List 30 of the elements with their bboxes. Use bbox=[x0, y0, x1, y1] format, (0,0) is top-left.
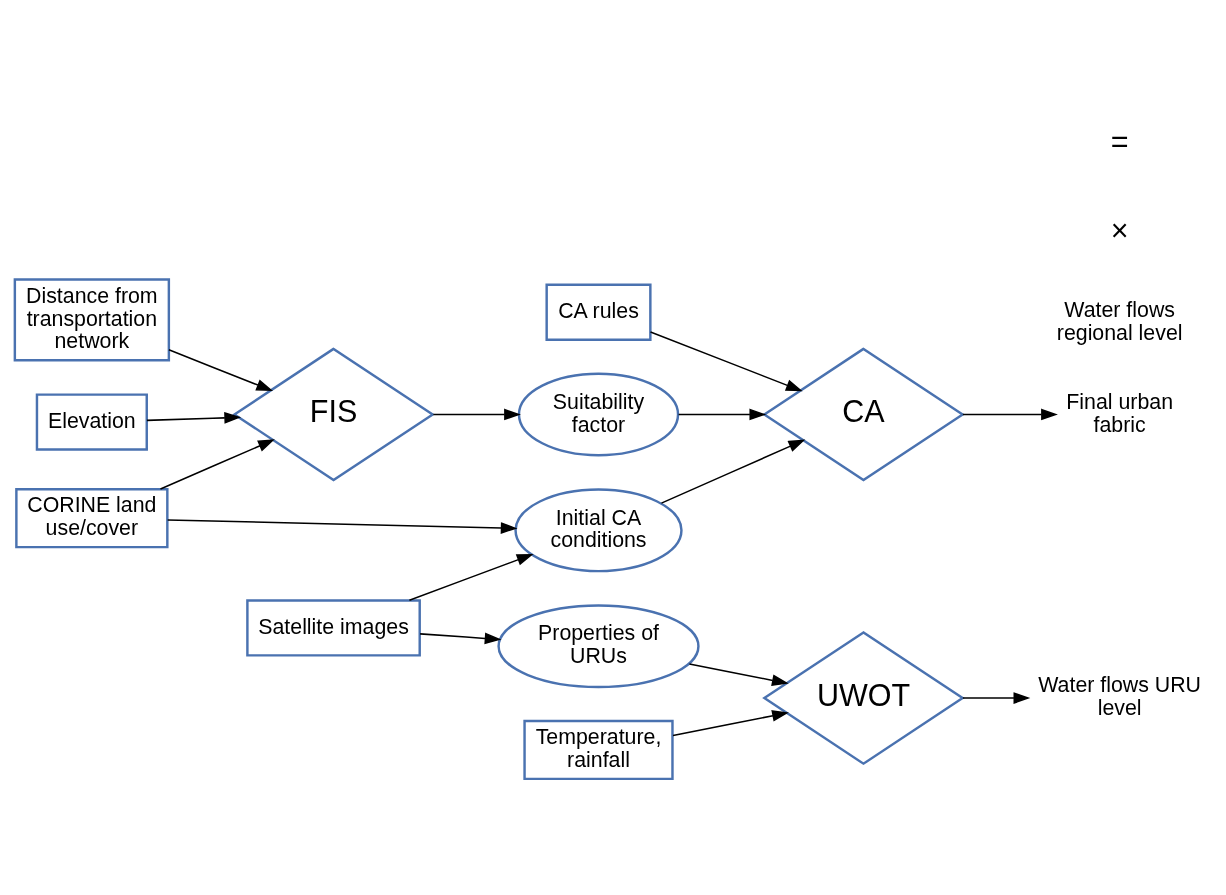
arrow bbox=[159, 438, 275, 490]
arrow bbox=[432, 408, 521, 420]
arrow bbox=[168, 348, 274, 391]
arrow bbox=[408, 553, 534, 601]
node-text: Water flows URU level bbox=[1038, 672, 1202, 720]
arrow bbox=[688, 662, 789, 686]
node-box: Distance from transportation network bbox=[13, 277, 171, 362]
arrow bbox=[660, 439, 806, 504]
arrow bbox=[649, 330, 803, 391]
arrow bbox=[672, 709, 789, 736]
arrow bbox=[419, 632, 502, 644]
node-box: Temperature, rainfall bbox=[523, 719, 674, 780]
node-diamond: CA bbox=[762, 346, 965, 481]
node-text: Water flows regional level bbox=[1056, 297, 1183, 345]
arrow bbox=[962, 408, 1058, 420]
arrow bbox=[962, 691, 1031, 704]
node-ellipse: Properties of URUs bbox=[497, 603, 700, 688]
node-box: CA rules bbox=[545, 283, 652, 341]
label: = bbox=[1110, 123, 1129, 158]
arrow bbox=[166, 518, 518, 534]
arrow bbox=[677, 408, 767, 420]
node-box: Elevation bbox=[35, 392, 148, 451]
node-ellipse: Suitability factor bbox=[517, 371, 680, 456]
arrow bbox=[146, 411, 242, 424]
label: × bbox=[1110, 212, 1129, 247]
node-box: Satellite images bbox=[246, 598, 421, 657]
node-diamond: UWOT bbox=[762, 630, 965, 765]
node-diamond: FIS bbox=[232, 346, 435, 481]
node-text: Final urban fabric bbox=[1066, 389, 1174, 437]
node-box: CORINE land use/cover bbox=[15, 487, 169, 548]
